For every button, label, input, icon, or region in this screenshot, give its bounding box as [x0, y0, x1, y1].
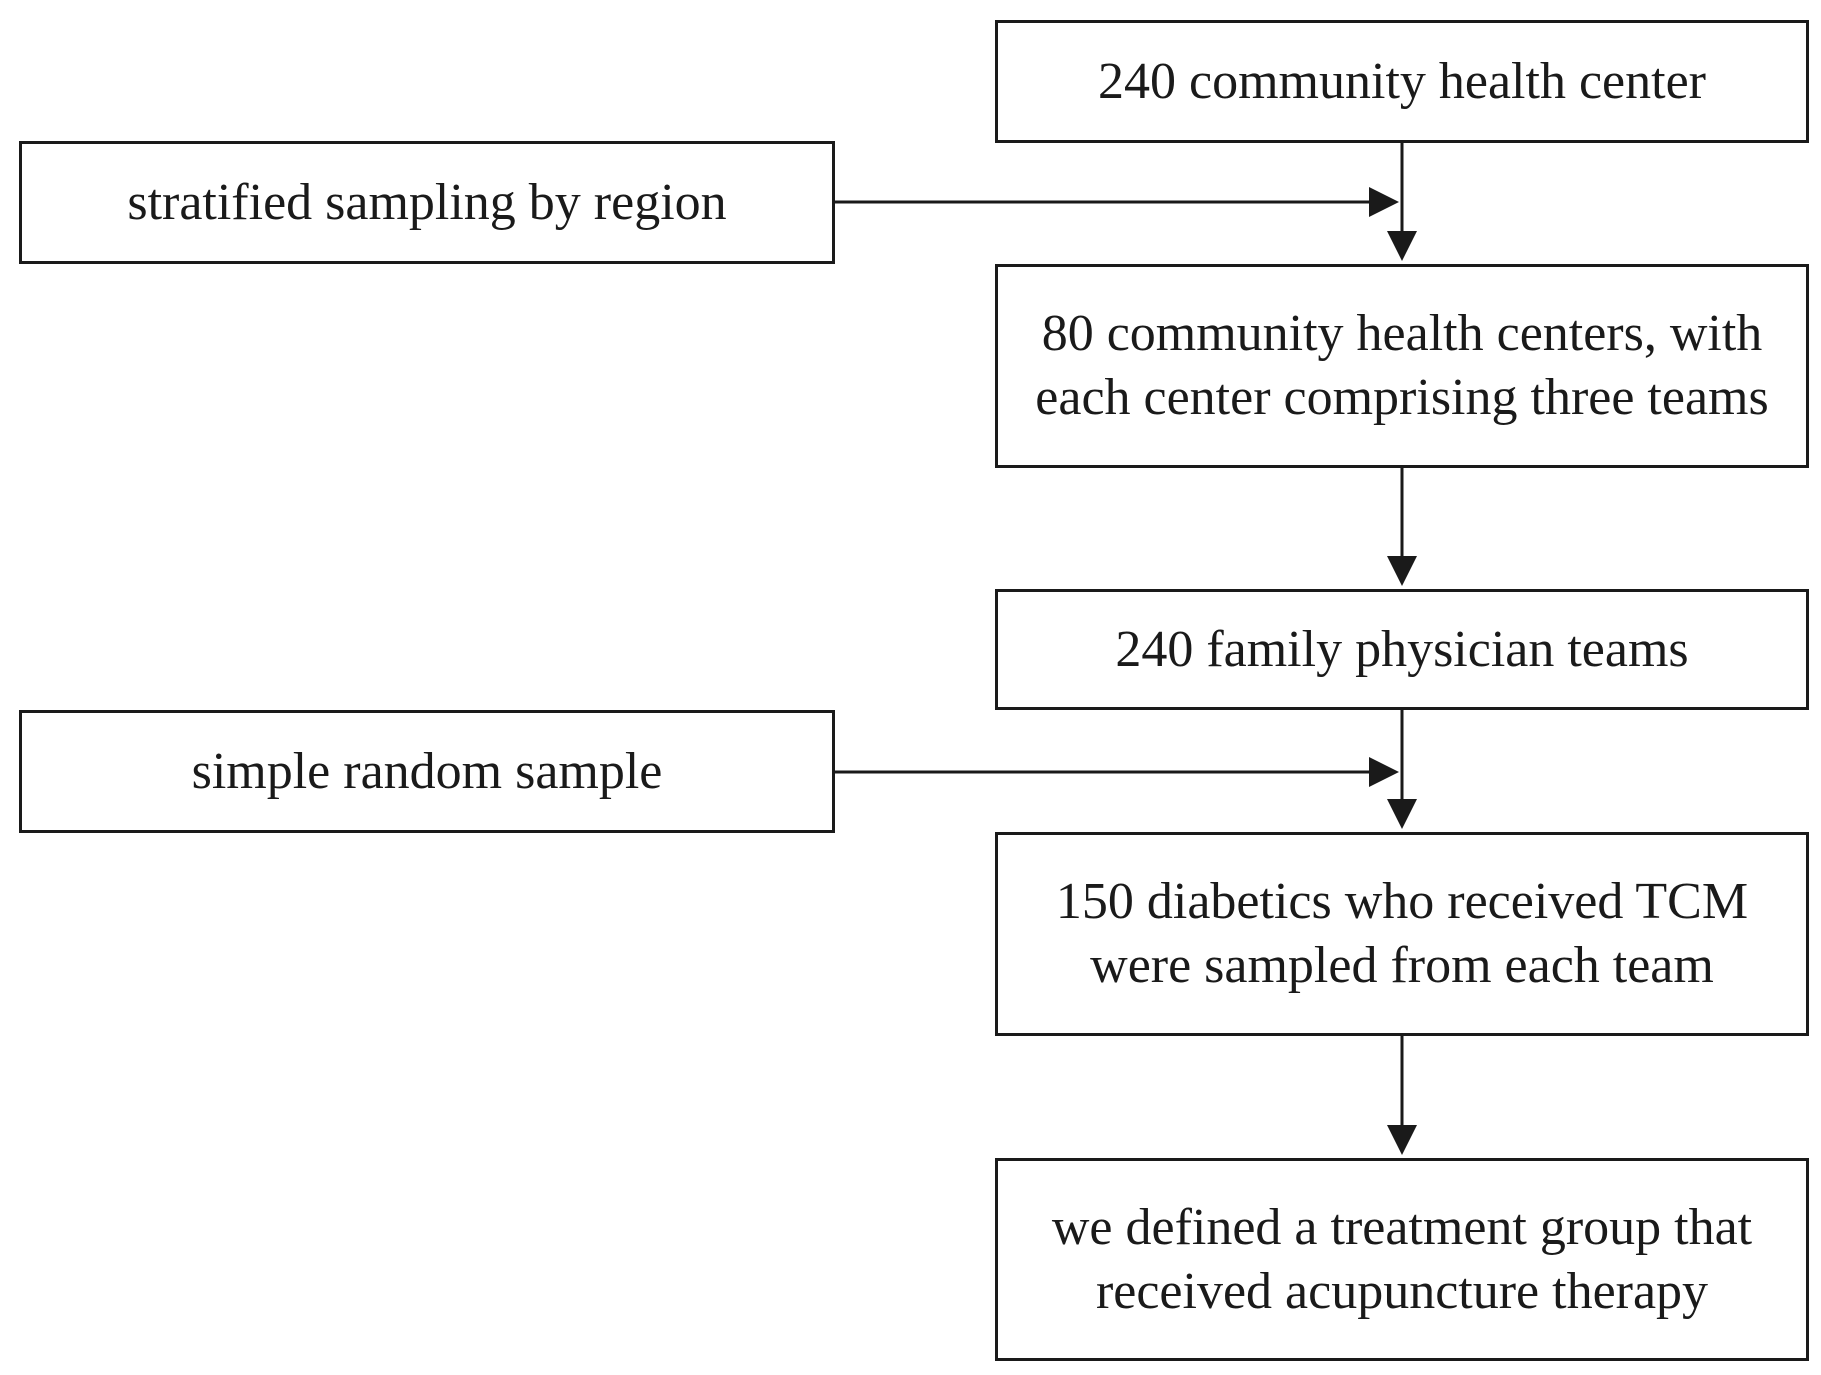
step-box-sampled-diabetics: 150 diabetics who received TCM were samp…: [995, 832, 1809, 1036]
step-box-physician-teams: 240 family physician teams: [995, 589, 1809, 710]
side-box-stratified-sampling: stratified sampling by region: [19, 141, 835, 264]
step-box-treatment-group: we defined a treatment group that receiv…: [995, 1158, 1809, 1361]
side-box-label: simple random sample: [191, 742, 663, 800]
step-box-selected-centers: 80 community health centers, with each c…: [995, 264, 1809, 468]
side-box-simple-random-sample: simple random sample: [19, 710, 835, 833]
step-box-label: 240 community health center: [1098, 52, 1706, 110]
step-box-label: 240 family physician teams: [1115, 620, 1689, 678]
step-box-health-center: 240 community health center: [995, 20, 1809, 143]
step-box-label: we defined a treatment group that receiv…: [1051, 1198, 1753, 1320]
step-box-label: 80 community health centers, with each c…: [1035, 305, 1769, 426]
step-box-label: 150 diabetics who received TCM were samp…: [1055, 873, 1749, 994]
side-box-label: stratified sampling by region: [127, 173, 727, 231]
